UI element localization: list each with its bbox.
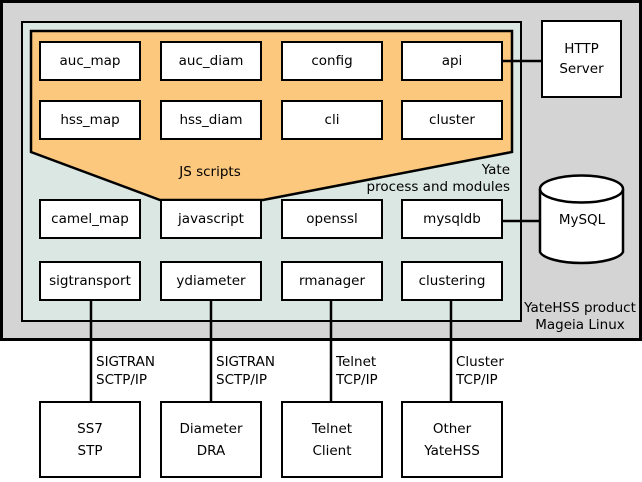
js-scripts-label: JS scripts [179, 164, 241, 180]
cluster-tcp-label: Cluster TCP/IP [456, 353, 504, 389]
yate-process-label-line2: process and modules [366, 179, 510, 195]
yate-process-label-line1: Yate [481, 162, 510, 178]
node-auc-diam: auc_diam [160, 41, 262, 81]
js-scripts-area-shape [29, 29, 514, 202]
node-auc-map: auc_map [39, 41, 141, 81]
peer-label-line2: STP [77, 442, 103, 459]
protocol-label-line1: Telnet [336, 354, 377, 370]
node-other-yatehss: Other YateHSS [401, 401, 503, 478]
protocol-label-line1: SIGTRAN [216, 354, 275, 370]
peer-label-line1: Other [432, 420, 472, 437]
http-server-label-line1: HTTP [564, 41, 599, 57]
node-camel-map: camel_map [39, 199, 141, 239]
node-cluster: cluster [401, 100, 503, 140]
yatehss-product-label-line1: YateHSS product [524, 300, 636, 316]
node-openssl: openssl [281, 199, 383, 239]
node-diameter-dra: Diameter DRA [160, 401, 262, 478]
node-ss7-stp: SS7 STP [39, 401, 141, 478]
node-cli: cli [281, 100, 383, 140]
peer-label-line1: Telnet [311, 420, 353, 437]
telnet-tcp-label: Telnet TCP/IP [336, 353, 378, 389]
node-hss-map: hss_map [39, 100, 141, 140]
protocol-label-line1: SIGTRAN [96, 354, 155, 370]
protocol-label-line1: Cluster [456, 354, 504, 370]
yate-process-label: Yate process and modules [330, 162, 510, 196]
mysql-cylinder-body [538, 189, 625, 265]
peer-label-line1: Diameter [179, 420, 243, 437]
mysql-database-label: MySQL [558, 212, 606, 228]
peer-label-line2: DRA [196, 442, 226, 459]
node-ydiameter: ydiameter [160, 261, 262, 301]
protocol-label-line2: TCP/IP [456, 372, 498, 388]
http-server-label-line2: Server [559, 61, 604, 77]
peer-label-line2: Client [312, 442, 352, 459]
node-clustering: clustering [401, 261, 503, 301]
protocol-label-line2: TCP/IP [336, 372, 378, 388]
sigtran-sctp-label-2: SIGTRAN SCTP/IP [216, 353, 275, 389]
node-rmanager: rmanager [281, 261, 383, 301]
peer-label-line1: SS7 [77, 420, 103, 437]
node-config: config [281, 41, 383, 81]
peer-label-line2: YateHSS [424, 442, 480, 459]
node-telnet-client: Telnet Client [281, 401, 383, 478]
protocol-label-line2: SCTP/IP [216, 372, 268, 388]
node-javascript: javascript [160, 199, 262, 239]
yatehss-product-label: YateHSS product Mageia Linux [518, 300, 642, 334]
mysql-cylinder-top [538, 174, 625, 204]
node-hss-diam: hss_diam [160, 100, 262, 140]
node-api: api [401, 41, 503, 81]
node-sigtransport: sigtransport [39, 261, 141, 301]
protocol-label-line2: SCTP/IP [96, 372, 148, 388]
node-http-server: HTTP Server [541, 20, 622, 98]
sigtran-sctp-label-1: SIGTRAN SCTP/IP [96, 353, 155, 389]
yatehss-product-label-line2: Mageia Linux [535, 317, 625, 333]
node-mysqldb: mysqldb [401, 199, 503, 239]
